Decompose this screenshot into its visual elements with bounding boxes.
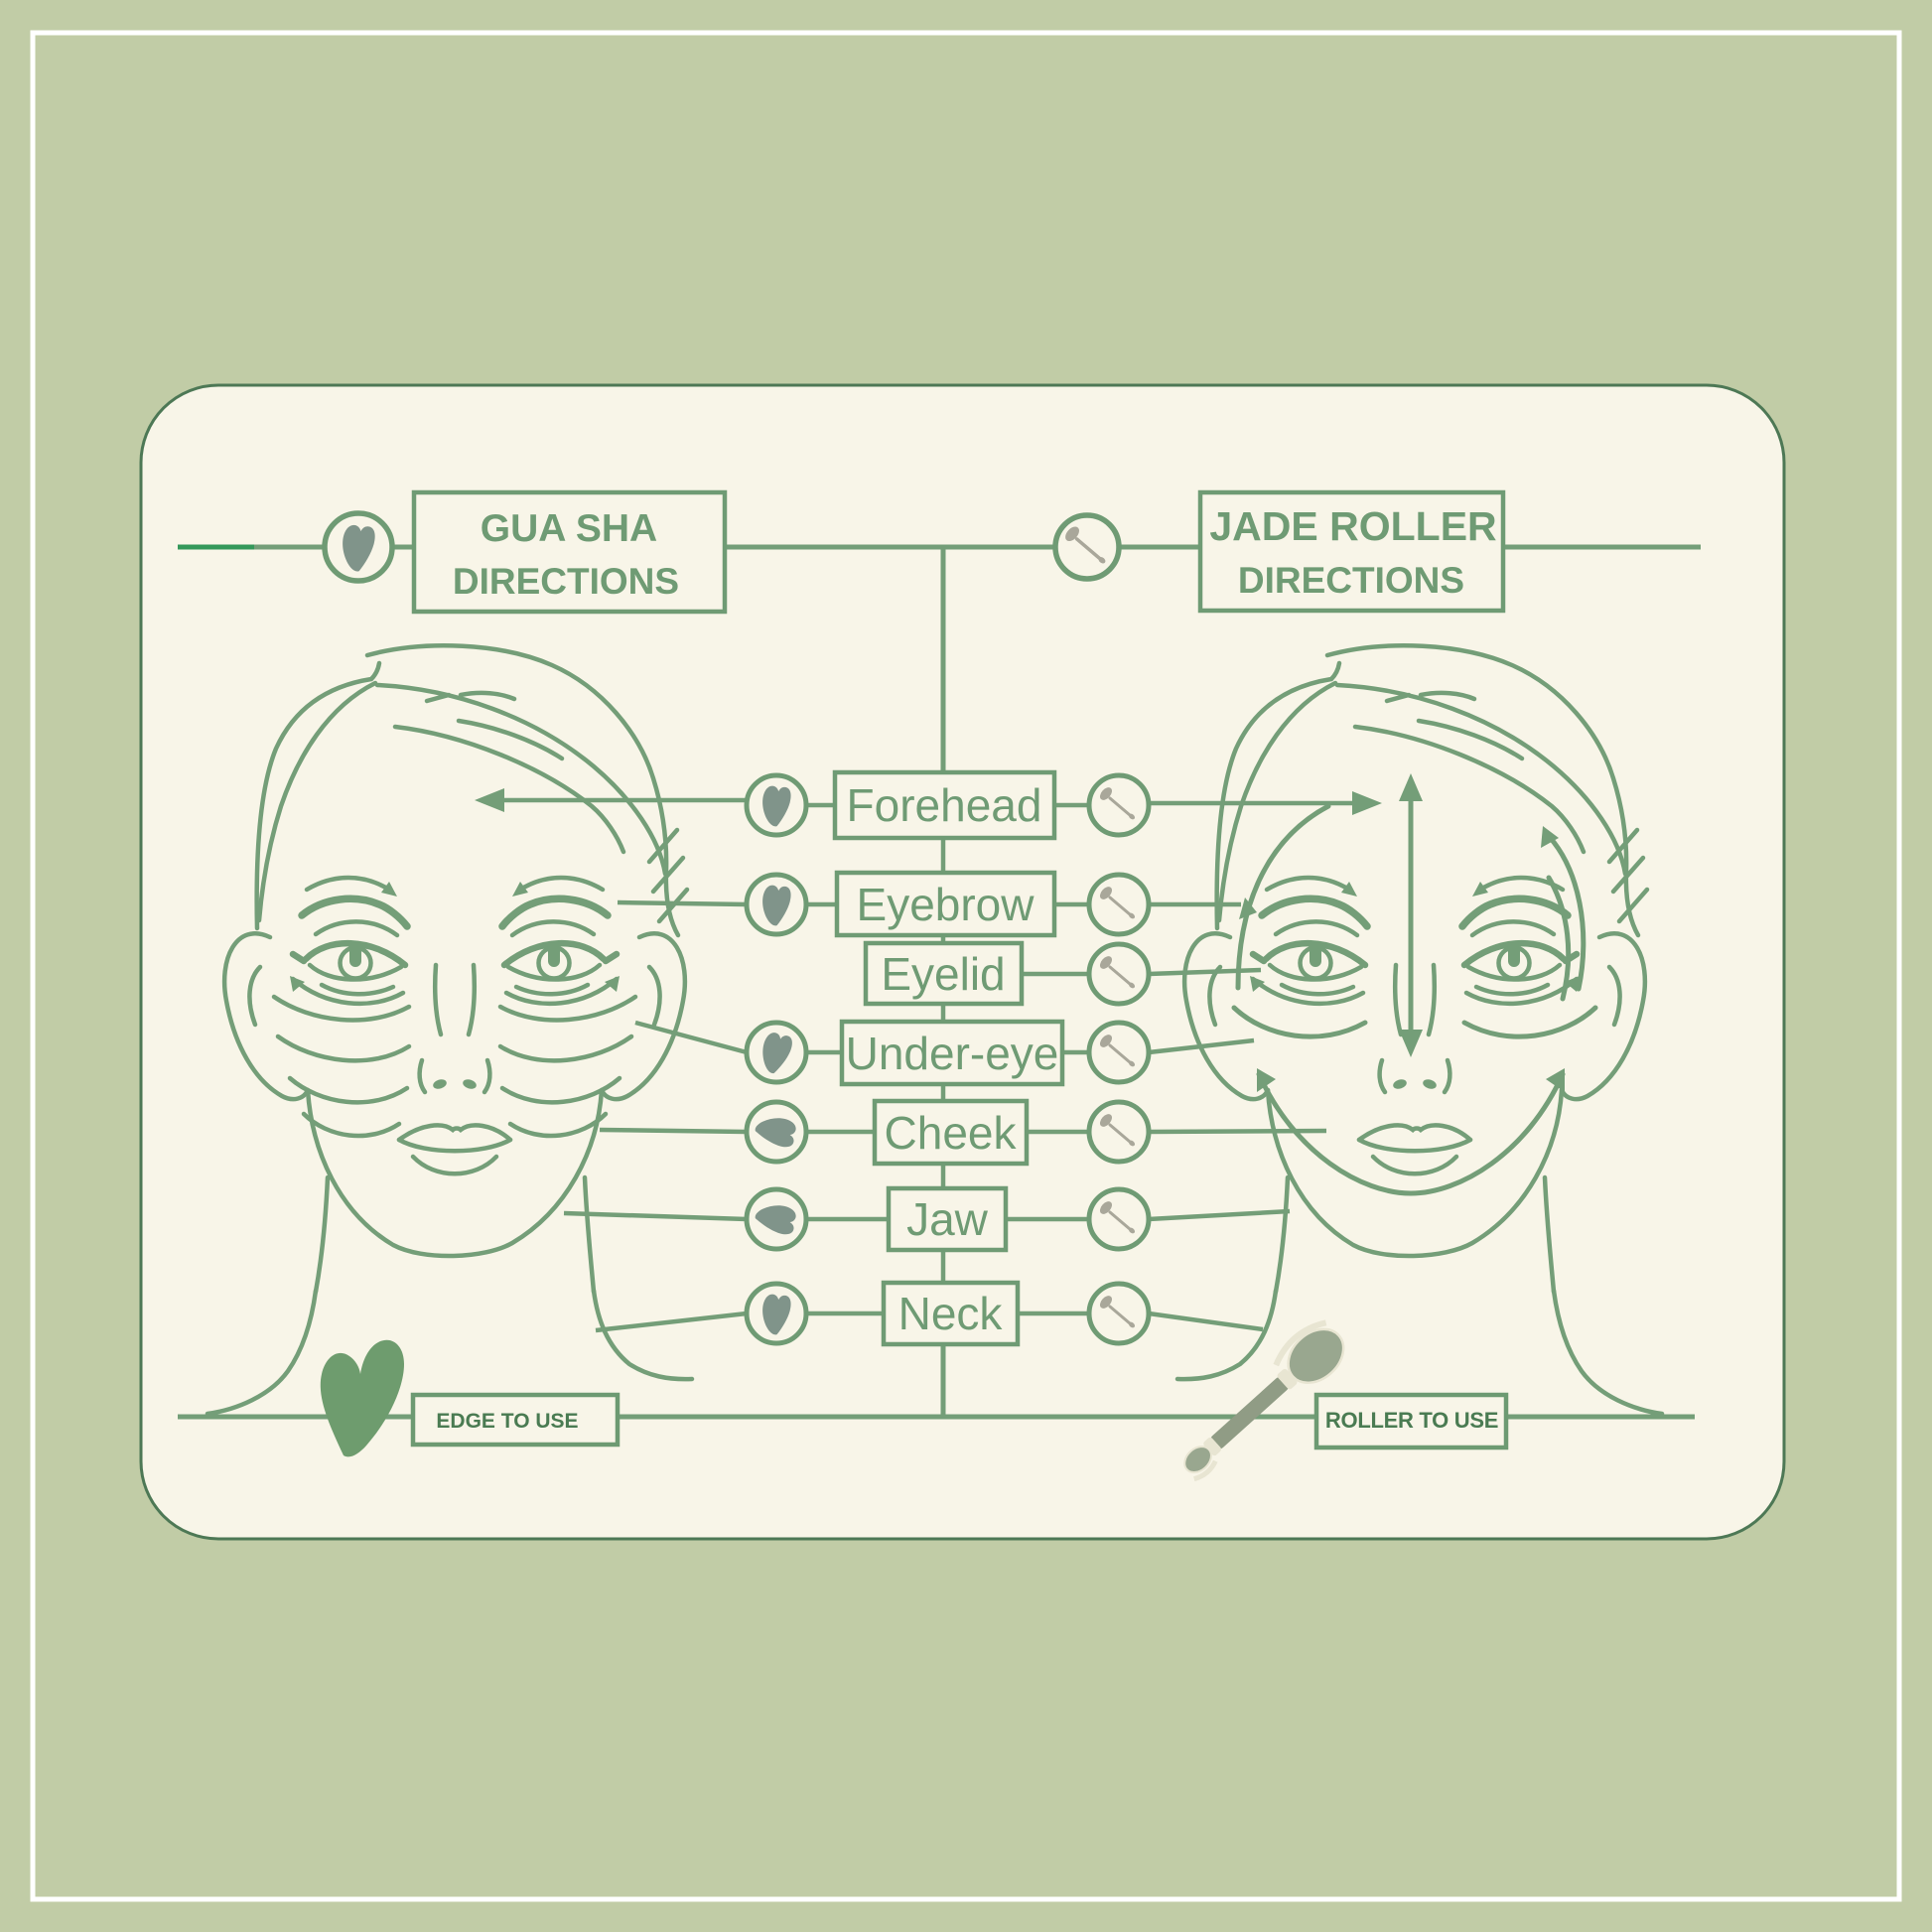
svg-text:ROLLER TO USE: ROLLER TO USE [1325, 1408, 1498, 1433]
svg-text:GUA SHA: GUA SHA [481, 507, 657, 550]
svg-text:JADE ROLLER: JADE ROLLER [1209, 503, 1496, 549]
svg-text:Neck: Neck [898, 1288, 1004, 1339]
svg-text:Under-eye: Under-eye [846, 1028, 1059, 1079]
svg-text:Eyelid: Eyelid [881, 948, 1005, 1000]
svg-text:Eyebrow: Eyebrow [857, 879, 1035, 930]
svg-text:Jaw: Jaw [906, 1193, 989, 1245]
svg-text:Forehead: Forehead [847, 779, 1042, 831]
svg-text:EDGE TO USE: EDGE TO USE [436, 1410, 578, 1433]
svg-text:Cheek: Cheek [885, 1107, 1018, 1159]
svg-text:DIRECTIONS: DIRECTIONS [453, 561, 679, 602]
svg-text:DIRECTIONS: DIRECTIONS [1238, 560, 1464, 601]
